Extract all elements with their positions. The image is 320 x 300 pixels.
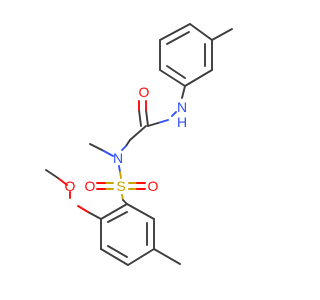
methoxy-oxygen-label: O — [65, 178, 76, 194]
bond — [127, 248, 155, 266]
bond — [77, 205, 89, 213]
bond — [129, 125, 147, 141]
bond — [147, 122, 159, 127]
bond — [184, 69, 213, 87]
bond — [57, 177, 68, 186]
bond — [121, 145, 127, 151]
sulfonamide-nitrogen-label: N — [113, 150, 123, 166]
bond — [125, 139, 131, 147]
bond — [100, 248, 129, 266]
bond — [100, 203, 128, 220]
molecule-structure: O N H N S O O O — [45, 23, 233, 266]
bond — [126, 203, 155, 220]
sulfonyl-oxygen-right-label: O — [148, 178, 159, 194]
bond — [166, 65, 186, 79]
bottom-aryl-ring — [100, 203, 181, 266]
bond — [119, 171, 122, 179]
bond — [87, 211, 102, 220]
bond — [211, 28, 233, 41]
molecule-canvas: O N H N S O O O — [45, 23, 233, 266]
bond — [45, 169, 59, 179]
bond — [138, 109, 142, 127]
top-tolyl-ring — [159, 23, 233, 87]
bond — [171, 111, 177, 117]
amide-hydrogen-label: H — [177, 114, 187, 130]
bond — [166, 31, 190, 45]
bond — [107, 211, 128, 223]
amide-nitrogen-label: N — [177, 99, 187, 115]
bond — [101, 149, 114, 157]
bond — [181, 85, 186, 99]
bond — [159, 23, 191, 41]
sulfonyl-oxygen-left-label: O — [85, 178, 96, 194]
bond — [189, 23, 213, 41]
bond — [89, 143, 103, 151]
bond — [153, 248, 181, 265]
bond — [159, 69, 186, 87]
sulfur-label: S — [116, 178, 125, 194]
amide-oxygen-label: O — [139, 84, 150, 100]
bond — [118, 165, 121, 173]
bond — [145, 109, 149, 127]
bond — [157, 119, 169, 124]
bond — [107, 245, 128, 258]
